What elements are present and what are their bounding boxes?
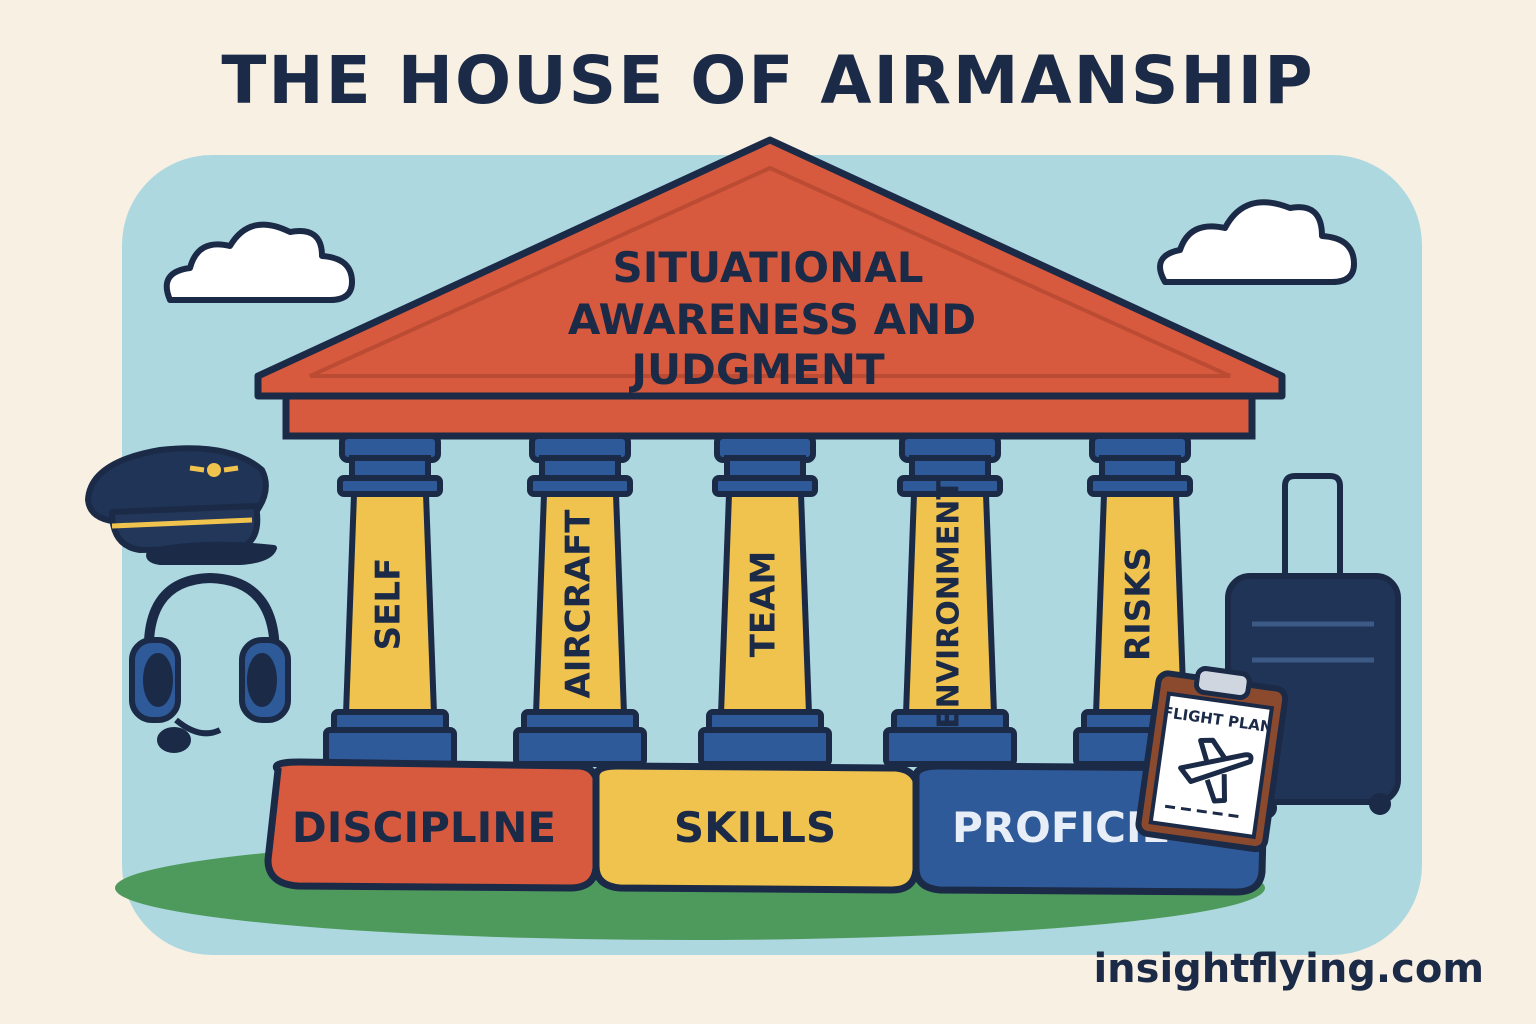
pillar-environment: ENVIRONMENT [883,433,1017,767]
site-url: insightflying.com [1093,946,1484,992]
cloud-icon [163,221,355,303]
foundation: DISCIPLINE SKILLS PROFICIE [264,758,1268,896]
roof-line-3: JUDGMENT [628,345,885,394]
pillar-team: TEAM [698,433,832,767]
page-title: THE HOUSE OF AIRMANSHIP [221,42,1315,119]
roof-line-1: SITUATIONAL [613,243,924,292]
pillar-label: ENVIRONMENT [932,479,967,729]
clipboard-icon: FLIGHT PLAN [1135,666,1289,853]
foundation-label-proficiency: PROFICIE [952,803,1170,852]
roof: SITUATIONAL AWARENESS AND JUDGMENT [254,136,1286,440]
airplane-icon [1178,737,1254,804]
headset-icon [129,572,291,753]
pillar-label: AIRCRAFT [559,509,599,699]
foundation-label-skills: SKILLS [674,803,836,852]
pilot-cap-icon [85,445,277,565]
foundation-label-discipline: DISCIPLINE [292,803,556,852]
cloud-icon [1157,199,1357,285]
pillar-label: SELF [369,558,409,651]
pillar-label: RISKS [1119,547,1159,661]
pillar-label: TEAM [744,551,784,658]
pillar-self: SELF [323,433,457,767]
pillar-aircraft: AIRCRAFT [513,433,647,767]
roof-line-2: AWARENESS AND [568,295,976,344]
